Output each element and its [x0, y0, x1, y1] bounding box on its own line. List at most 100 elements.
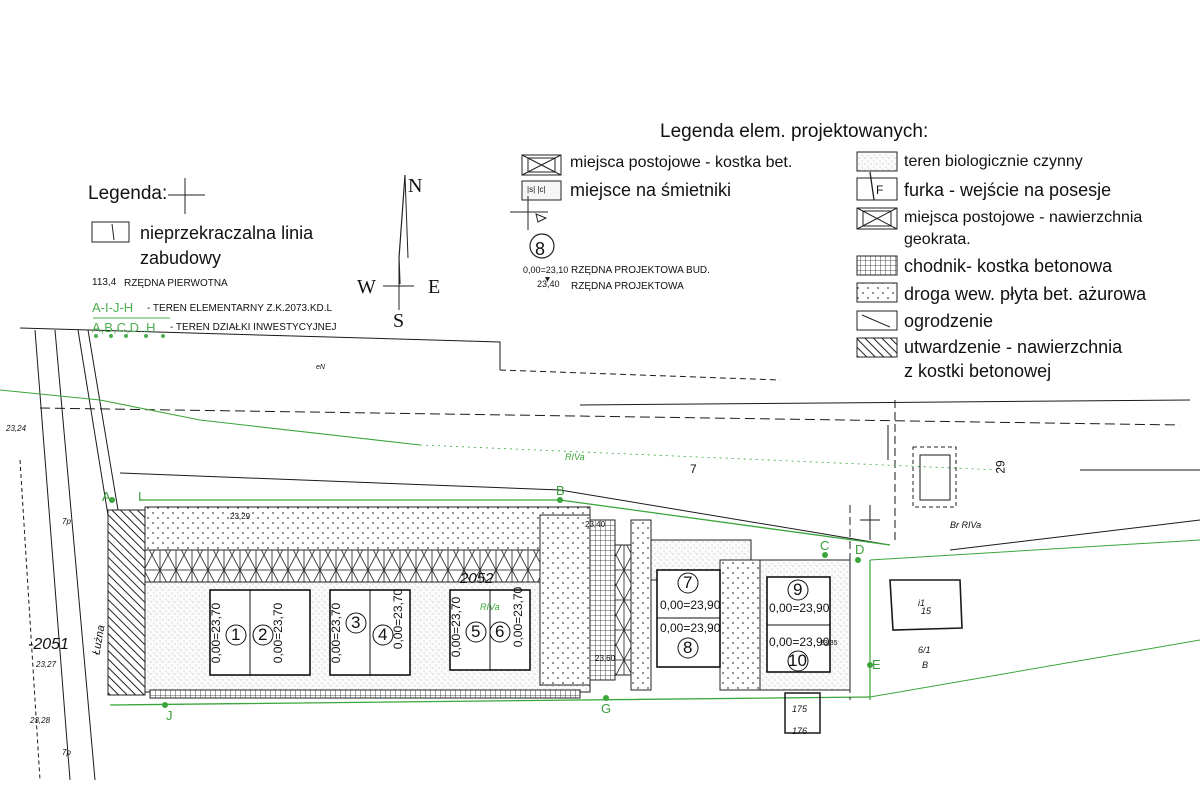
lot-number-6: 6 [495, 622, 505, 641]
lot-number-4: 4 [378, 625, 388, 644]
elev-label: RZĘDNA PROJEKTOWA [571, 281, 684, 292]
lot-elev-6: 0,00=23,70 [511, 586, 526, 648]
corner-a: A [102, 489, 111, 504]
lot-number-8: 8 [683, 638, 693, 657]
corner-c: C [820, 538, 830, 553]
lot-number-2: 2 [258, 625, 268, 644]
legend-right-symbols [510, 151, 898, 358]
lot-elev-1: 0,00=23,70 [209, 602, 224, 664]
legend-projected-title: Legenda elem. projektowanych: [660, 121, 929, 142]
right-shed [912, 446, 957, 508]
building-number-example: 8 [535, 239, 546, 259]
legend-item-geocell: miejsca postojowe - nawierzchnia [904, 209, 1143, 226]
lot-number-9: 9 [793, 580, 803, 599]
elev-building-value: 0,00=23,10 [523, 265, 569, 275]
riva-label-3: Br RIVa [950, 520, 982, 530]
corner-e: E [872, 657, 881, 672]
plot-2051-label: -2051 [28, 636, 69, 653]
compass-e: E [428, 276, 441, 298]
legend-item-geocell-2: geokrata. [904, 231, 971, 248]
investment-plot-code: A,B,C,D..H [92, 320, 156, 335]
lot-top-a: 7p [62, 517, 71, 526]
legend-item-paving-2: z kostki betonowej [904, 361, 1052, 381]
legend-item-fence: ogrodzenie [904, 311, 994, 331]
building-number-symbol [529, 233, 555, 259]
building-line-symbol [91, 221, 130, 243]
lot-top-b: 7p [62, 748, 71, 757]
elementary-area-code: A-I-J-H [92, 300, 134, 315]
corner-b: B [556, 483, 565, 498]
lot-number-1: 1 [231, 625, 241, 644]
plot-7-label: 7 [690, 462, 697, 476]
bin-glyph: |s| |c| [527, 185, 546, 194]
legend-title: Legenda: [88, 183, 168, 204]
corner-j: J [166, 708, 173, 723]
plot-29-label: 29 [993, 460, 1008, 474]
building-line-label: nieprzekraczalna linia [140, 223, 314, 243]
legend-item-openwork-road: droga wew. płyta bet. ażurowa [904, 284, 1147, 304]
elev-building-label: RZĘDNA PROJEKTOWA BUD. [571, 265, 710, 276]
elev-value: 23,40 [537, 279, 560, 289]
buildings [209, 569, 831, 676]
investment-plot-label: - TEREN DZIAŁKI INWESTYCYJNEJ [170, 322, 337, 333]
en-label: eN [316, 364, 325, 371]
legend-item-paving: utwardzenie - nawierzchnia [904, 337, 1123, 357]
boundary-dots [109, 497, 873, 708]
compass-s: S [393, 310, 405, 332]
lot-elev-2: 0,00=23,70 [271, 602, 286, 664]
legend-item-bins: miejsce na śmietniki [570, 180, 732, 200]
lot-elev-9: 0,00=23,90 [769, 601, 830, 615]
lot-number-7: 7 [683, 573, 693, 592]
legend-item-parking-paver: miejsca postojowe - kostka bet. [570, 154, 793, 171]
lot-elev-4: 0,00=23,70 [391, 588, 406, 650]
corner-d: D [855, 542, 865, 557]
corner-i: I [138, 489, 142, 504]
plot-175-label: 175 [792, 704, 808, 714]
elev-2360: 23,60 [595, 654, 616, 663]
lot-number-3: 3 [351, 613, 361, 632]
original-elevation-value: 113,4 [92, 277, 117, 288]
gate-symbol [856, 177, 898, 201]
compass-rose [383, 174, 414, 310]
elev-2329: 23,29 [230, 512, 251, 521]
corner-g: G [601, 701, 612, 716]
road-2327: 23,27 [36, 660, 57, 669]
compass-n: N [408, 175, 423, 197]
road-2324: 23,24 [6, 424, 27, 433]
gate-glyph: F [876, 183, 884, 197]
riva-label-2: RIVa [480, 602, 500, 612]
elev-2340: 23,40 [585, 520, 606, 529]
plan-linework [0, 327, 1200, 781]
lot-elev-8: 0,00=23,90 [660, 621, 721, 635]
plot-6-1-label: 6/1 [918, 645, 931, 655]
b-label: B [922, 660, 929, 670]
bin-area-symbol [521, 180, 562, 201]
lot-circles [225, 572, 809, 672]
elevation-marker-symbol [510, 196, 548, 230]
elementary-area-label: - TEREN ELEMENTARNY Z.K.2073.KD.L [147, 303, 333, 314]
sidewalk-symbol [856, 255, 898, 276]
compass-w: W [357, 276, 376, 298]
lot-elev-5: 0,00=23,70 [449, 596, 464, 658]
building-line-label-2: zabudowy [140, 248, 222, 268]
fence-symbol [856, 310, 898, 331]
lot-elev-10: 0,00=23,90 [769, 635, 830, 649]
legend-item-sidewalk: chodnik- kostka betonowa [904, 256, 1113, 276]
lot-number-10: 10 [788, 651, 807, 670]
plot-i1-label: i1 [918, 598, 926, 608]
legend-item-bio: teren biologicznie czynny [904, 153, 1083, 170]
plot-15-label: 15 [921, 606, 932, 616]
legend-left [91, 178, 205, 338]
lot-number-5: 5 [471, 622, 481, 641]
bio-area-symbol [856, 151, 898, 172]
plot-2052-label: 2052 [460, 570, 494, 587]
lot-elev-7: 0,00=23,90 [660, 598, 721, 612]
riva-label-1: RIVa [565, 452, 585, 462]
road-2328: 23,28 [30, 716, 51, 725]
openwork-road-symbol [856, 282, 898, 303]
original-elevation-label: RZĘDNA PIERWOTNA [124, 278, 228, 289]
plot-176-label: 176 [792, 726, 808, 736]
elev-2335: 23,35 [820, 640, 838, 647]
paving-symbol [856, 337, 898, 358]
